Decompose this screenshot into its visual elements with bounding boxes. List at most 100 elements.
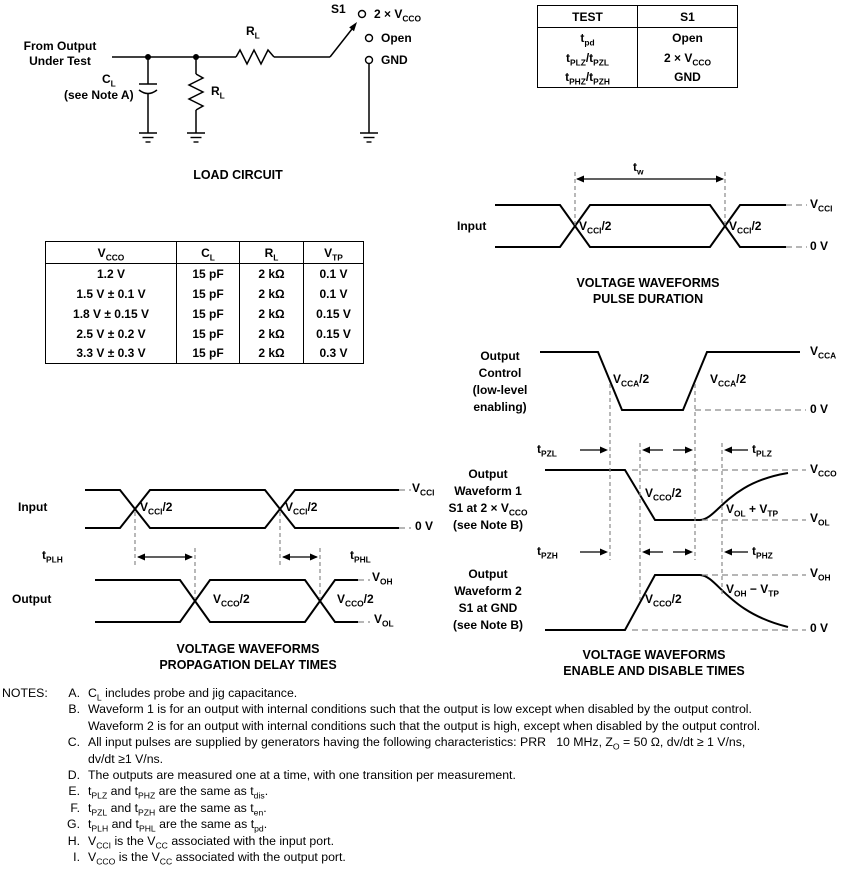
enable-disable-caption: VOLTAGE WAVEFORMS ENABLE AND DISABLE TIM… <box>504 648 804 679</box>
pulse-duration-wave <box>495 204 786 248</box>
tw-label: tw <box>633 160 644 177</box>
vcco-cell: 3.3 V ± 0.3 V <box>76 346 146 361</box>
note-row: G. tPLH and tPHL are the same as tpd. <box>2 816 854 834</box>
s1-cell: Open <box>637 27 738 48</box>
label-line: Output <box>468 467 508 481</box>
vcco-cell: 2.5 V ± 0.2 V <box>76 326 146 341</box>
caption-line: VOLTAGE WAVEFORMS <box>576 276 720 290</box>
note-row: NOTES: A. CL includes probe and jig capa… <box>2 685 854 703</box>
prop-delay-dashes <box>134 489 411 623</box>
note-row: E. tPLZ and tPHZ are the same as tdis. <box>2 783 854 801</box>
control-rail-low-label: 0 V <box>810 402 829 416</box>
note-text: tPZL and tPZH are the same as ten. <box>88 800 267 818</box>
note-text: tPLZ and tPHZ are the same as tdis. <box>88 784 269 801</box>
vtp-cell: 0.15 V <box>303 303 364 324</box>
label-line: (see Note B) <box>452 518 523 532</box>
switch-pos-gnd: GND <box>381 53 408 67</box>
prop-output-label: Output <box>12 592 52 606</box>
note-letter: D. <box>67 768 80 783</box>
pulse-rail-high-label: VCCI <box>810 197 833 214</box>
note-row: F. tPZL and tPZH are the same as ten. <box>2 800 854 818</box>
label-line: S1 at GND <box>458 601 518 615</box>
note-row: dv/dt ≥1 V/ns. <box>2 751 854 767</box>
note-letter: E. <box>68 784 80 799</box>
label-line: (see Note B) <box>452 618 523 632</box>
prop-delay-arrows <box>137 553 318 561</box>
vtp-cell: 0.3 V <box>303 343 364 364</box>
prop-in-cross-left-label: VCCI/2 <box>140 500 173 517</box>
switch-label: S1 <box>331 2 346 16</box>
note-text: Waveform 2 is for an output with interna… <box>88 718 761 733</box>
note-letter: H. <box>67 833 80 848</box>
table-header-row: TEST S1 <box>537 5 738 28</box>
vtp-cell: 0.1 V <box>303 283 364 304</box>
note-letter: A. <box>68 686 80 700</box>
label-line: Waveform 2 <box>454 584 522 598</box>
test-cell: tPHZ/tPZH <box>565 70 610 87</box>
note-text: tPLH and tPHL are the same as tpd. <box>88 817 268 834</box>
rl-cell: 2 kΩ <box>239 263 304 284</box>
rl-cell: 2 kΩ <box>239 303 304 324</box>
label-line: enabling) <box>473 400 527 414</box>
control-rail-high-label: VCCA <box>810 344 837 361</box>
wave2-rail-low-label: 0 V <box>810 621 829 635</box>
tpzl-label: tPZL <box>537 442 557 459</box>
output-waveform2-label: Output Waveform 2 S1 at GND (see Note B) <box>432 566 544 634</box>
label-line: (low-level <box>472 383 528 397</box>
table-row: 1.5 V ± 0.1 V 15 pF 2 kΩ 0.1 V <box>46 283 364 304</box>
shunt-resistor-label: RL <box>211 84 225 101</box>
tphl-label: tPHL <box>350 548 371 565</box>
note-text: dv/dt ≥1 V/ns. <box>88 751 164 766</box>
table-row: 2.5 V ± 0.2 V 15 pF 2 kΩ 0.15 V <box>46 323 364 344</box>
tpzh-label: tPZH <box>537 544 558 561</box>
note-letter: G. <box>67 817 80 832</box>
table-row: 1.8 V ± 0.15 V 15 pF 2 kΩ 0.15 V <box>46 303 364 324</box>
capacitor-note: (see Note A) <box>64 88 134 102</box>
notes-section: NOTES: A. CL includes probe and jig capa… <box>2 685 854 867</box>
table-row: 3.3 V ± 0.3 V 15 pF 2 kΩ 0.3 V <box>46 343 364 364</box>
prop-delay-input-wave <box>85 489 399 529</box>
table-row: tPHZ/tPZH GND <box>538 67 738 88</box>
note-letter: I. <box>73 850 80 865</box>
note-letter: C. <box>67 735 80 750</box>
note-text: The outputs are measured one at a time, … <box>88 768 516 783</box>
note-text: VCCI is the VCC associated with the inpu… <box>88 833 335 851</box>
label-line: S1 at 2 × VCCO <box>448 501 528 518</box>
capacitor-label: CL <box>102 72 116 89</box>
note-text: VCCO is the VCC associated with the outp… <box>88 850 346 867</box>
caption-line: VOLTAGE WAVEFORMS <box>176 642 320 656</box>
wave1-rail-low-label: VOL <box>810 511 830 528</box>
test-conditions-table: TEST S1 tpd Open tPLZ/tPZL 2 × VCCO tPHZ… <box>537 5 738 88</box>
table-row: 1.2 V 15 pF 2 kΩ 0.1 V <box>46 263 364 284</box>
source-label: From Output Under Test <box>12 39 108 69</box>
vtp-cell: 0.15 V <box>303 323 364 344</box>
label-line: Output <box>480 349 520 363</box>
prop-delay-caption: VOLTAGE WAVEFORMS PROPAGATION DELAY TIME… <box>98 642 398 673</box>
vtp-cell: 0.1 V <box>303 263 364 284</box>
table-row: tPLZ/tPZL 2 × VCCO <box>538 47 738 68</box>
label-line: Control <box>478 366 522 380</box>
vcco-cell: 1.2 V <box>96 266 126 281</box>
switch-pos-open: Open <box>381 31 412 45</box>
s1-cell: GND <box>637 67 738 88</box>
pulse-rail-low-label: 0 V <box>810 239 829 253</box>
test-column-header: TEST <box>537 5 638 28</box>
control-cross-left-label: VCCA/2 <box>613 372 650 389</box>
note-letter: B. <box>68 702 80 717</box>
cl-cell: 15 pF <box>176 323 240 344</box>
prop-delay-output-wave <box>95 579 358 623</box>
note-row: H. VCCI is the VCC associated with the i… <box>2 833 854 851</box>
cl-cell: 15 pF <box>176 343 240 364</box>
output-control-label: Output Control (low-level enabling) <box>440 348 560 416</box>
wave1-cross-label: VCCO/2 <box>645 486 682 503</box>
note-text: CL includes probe and jig capacitance. <box>88 686 298 703</box>
load-circuit-caption: LOAD CIRCUIT <box>193 168 283 182</box>
cl-cell: 15 pF <box>176 303 240 324</box>
rl-column-header: RL <box>239 241 304 264</box>
enable-disable-arrows <box>580 446 748 556</box>
prop-in-cross-right-label: VCCI/2 <box>285 500 318 517</box>
note-row: B. Waveform 1 is for an output with inte… <box>2 701 854 717</box>
caption-line: VOLTAGE WAVEFORMS <box>582 648 726 662</box>
